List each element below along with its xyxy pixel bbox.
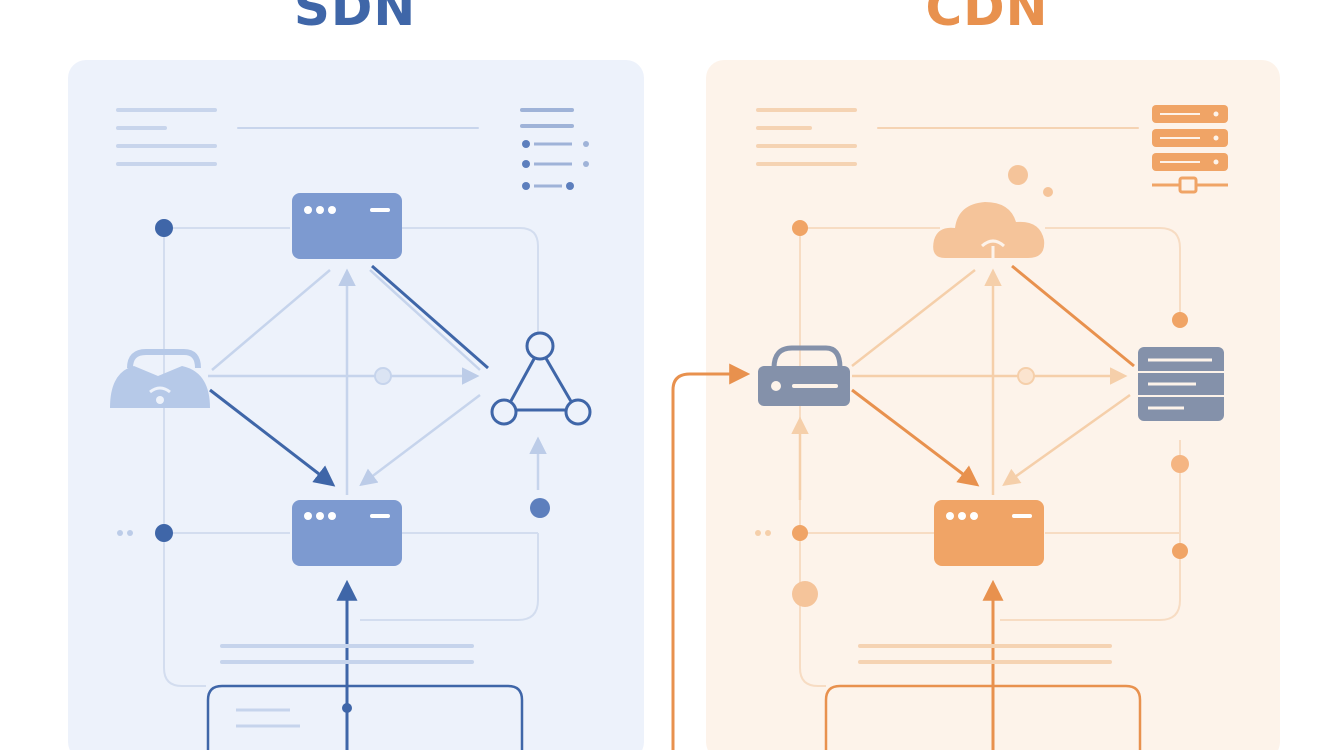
sdn-title: SDN bbox=[293, 0, 417, 37]
cdn-header-lines bbox=[756, 108, 1139, 166]
cdn-panel bbox=[671, 60, 1280, 750]
list-icon bbox=[520, 108, 589, 190]
sdn-node-dot bbox=[155, 524, 173, 542]
database-stack-icon bbox=[1152, 105, 1228, 194]
network-graph-icon bbox=[490, 331, 592, 426]
cdn-bottom-box bbox=[824, 684, 1142, 750]
server-icon bbox=[292, 193, 402, 259]
server-icon bbox=[934, 500, 1044, 566]
server-rack-icon bbox=[1138, 347, 1224, 421]
server-icon bbox=[292, 500, 402, 566]
sdn-bottom-box bbox=[206, 684, 524, 750]
cloud-icon bbox=[933, 202, 1045, 258]
router-icon bbox=[758, 345, 850, 406]
sdn-panel bbox=[68, 60, 644, 750]
cdn-title: CDN bbox=[925, 0, 1049, 37]
sdn-header-lines bbox=[116, 108, 479, 166]
router-icon bbox=[110, 349, 210, 408]
sdn-node-dot bbox=[155, 219, 173, 237]
sdn-node-dot bbox=[530, 498, 550, 518]
